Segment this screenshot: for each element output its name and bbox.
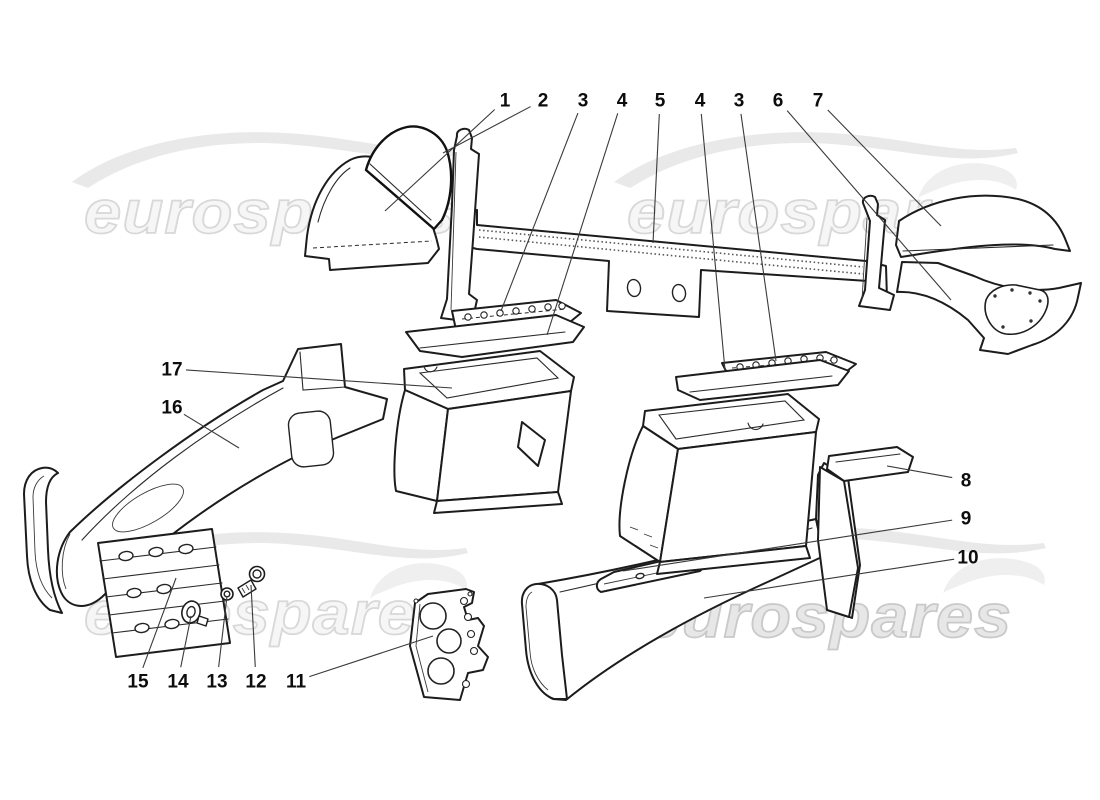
wing-trim	[364, 125, 453, 231]
ribbed-plate	[97, 528, 231, 658]
callout-leader-7	[827, 109, 942, 227]
callout-number-4: 4	[617, 91, 628, 112]
callout-leader-1	[384, 109, 496, 212]
callout-number-9: 9	[961, 509, 972, 530]
shelf-panel	[895, 194, 1071, 258]
callout-leader-8	[886, 465, 953, 479]
callout-number-2: 2	[538, 91, 549, 112]
washer	[220, 587, 234, 601]
callout-leader-14	[180, 615, 192, 668]
callout-number-1: 1	[500, 91, 511, 112]
callout-number-11: 11	[286, 672, 307, 693]
callout-leader-9	[622, 519, 953, 572]
callout-leader-17	[185, 369, 453, 389]
callout-leader-12	[250, 584, 256, 668]
support-bracket	[409, 588, 489, 701]
bolt	[237, 565, 266, 598]
callout-number-10: 10	[957, 548, 978, 569]
callout-number-12: 12	[245, 672, 266, 693]
callout-number-5: 5	[655, 91, 666, 112]
callout-leader-4	[700, 113, 726, 371]
callout-number-13: 13	[206, 672, 227, 693]
console-box-right	[618, 393, 820, 575]
callout-leader-5	[652, 113, 660, 244]
callout-leader-4	[546, 113, 619, 336]
callout-leader-6	[786, 110, 952, 301]
trim-panel-right	[675, 359, 850, 401]
callout-number-3: 3	[734, 91, 745, 112]
callout-leader-2	[442, 106, 531, 154]
armrest-bracket	[817, 446, 914, 618]
callout-number-6: 6	[773, 91, 784, 112]
callout-number-14: 14	[167, 672, 189, 693]
callout-leader-10	[703, 558, 955, 599]
end-cap-left	[23, 466, 63, 614]
trim-panel-left	[405, 314, 585, 358]
callout-leader-15	[142, 577, 177, 669]
screws	[464, 302, 566, 321]
side-flap	[517, 421, 546, 467]
callout-number-4: 4	[695, 91, 706, 112]
rear-rail	[460, 208, 888, 318]
callout-number-7: 7	[813, 91, 824, 112]
speaker-panel	[896, 261, 1082, 355]
callout-number-8: 8	[961, 471, 972, 492]
callout-number-3: 3	[578, 91, 589, 112]
callout-number-17: 17	[161, 360, 182, 381]
callout-number-16: 16	[161, 398, 182, 419]
pillar-trim-right	[858, 194, 895, 311]
callout-number-15: 15	[127, 672, 149, 693]
callout-leader-3	[500, 112, 579, 312]
callout-leader-11	[309, 635, 434, 678]
callout-leader-13	[218, 595, 228, 668]
callout-leader-16	[183, 413, 240, 449]
grommet	[181, 600, 209, 627]
console-box-left	[393, 350, 575, 514]
callout-leader-3	[740, 113, 777, 362]
